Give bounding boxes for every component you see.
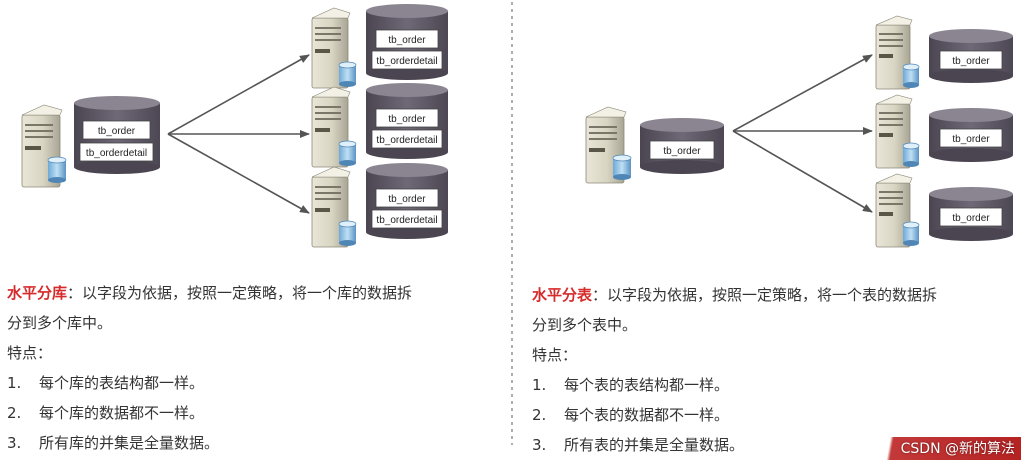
database-disk-icon — [902, 221, 920, 246]
arrow-to-table-3 — [732, 130, 873, 213]
database-disk-icon — [612, 154, 632, 180]
definition-continuation: 分到多个表中。 — [532, 316, 638, 334]
table-tb-order: tb_order — [375, 29, 439, 49]
database-disk-icon — [902, 63, 920, 88]
source-database-right: tb_order — [585, 106, 724, 184]
feature-item: 2. 每个库的数据都不一样。 — [7, 398, 497, 428]
table-tb-order: tb_order — [939, 128, 1003, 148]
definition-text: ：以字段为依据，按照一定策略，将一个表的数据拆 — [592, 286, 938, 304]
shard-table: tb_order — [875, 94, 1013, 169]
table-tb-order: tb_order — [939, 50, 1003, 70]
database-disk-icon — [902, 142, 920, 167]
arrow-to-table-1 — [732, 54, 873, 132]
table-tb-order: tb_order — [375, 108, 439, 128]
database-disk-icon — [47, 156, 67, 183]
watermark: CSDN @新的算法 — [860, 437, 1021, 460]
feature-number: 1. — [532, 376, 547, 394]
feature-text: 每个表的数据都不一样。 — [564, 406, 730, 424]
table-tb-orderdetail: tb_orderdetail — [79, 142, 154, 162]
feature-text: 所有库的并集是全量数据。 — [39, 434, 220, 452]
feature-number: 3. — [532, 436, 547, 454]
feature-item: 2. 每个表的数据都不一样。 — [532, 400, 1002, 430]
feature-item: 3. 所有库的并集是全量数据。 — [7, 428, 497, 458]
table-name: tb_order — [98, 126, 136, 137]
table-tb-orderdetail: tb_orderdetail — [371, 129, 443, 149]
feature-item: 1. 每个库的表结构都一样。 — [7, 368, 497, 398]
definition-line: 水平分表：以字段为依据，按照一定策略，将一个表的数据拆 — [532, 280, 1002, 310]
arrow-to-shard-3 — [167, 133, 310, 214]
definition-continuation: 分到多个库中。 — [7, 314, 113, 332]
table-tb-order: tb_order — [82, 120, 151, 140]
feature-item: 1. 每个表的表结构都一样。 — [532, 370, 1002, 400]
section-heading: 水平分库 — [7, 284, 68, 302]
feature-text: 每个库的表结构都一样。 — [39, 374, 205, 392]
shard-table: tb_order — [875, 15, 1013, 90]
definition-line: 水平分库：以字段为依据，按照一定策略，将一个库的数据拆 — [7, 278, 497, 308]
arrow-to-shard-1 — [167, 54, 310, 135]
feature-number: 3. — [7, 434, 22, 452]
source-database-left: tb_order tb_orderdetail — [21, 96, 160, 188]
server-icon — [875, 173, 913, 248]
features-label: 特点： — [7, 344, 53, 362]
table-name: tb_order — [663, 146, 701, 157]
table-name: tb_order — [388, 114, 426, 125]
feature-text: 每个表的表结构都一样。 — [564, 376, 730, 394]
feature-text: 每个库的数据都不一样。 — [39, 404, 205, 422]
server-icon — [875, 94, 913, 169]
shard-database: tb_order tb_orderdetail — [311, 163, 448, 248]
table-tb-orderdetail: tb_orderdetail — [371, 209, 443, 229]
left-description-block: 水平分库：以字段为依据，按照一定策略，将一个库的数据拆 分到多个库中。 特点： … — [7, 278, 497, 458]
database-disk-icon — [338, 220, 357, 246]
table-name: tb_orderdetail — [86, 148, 147, 159]
table-name: tb_orderdetail — [376, 56, 437, 67]
right-description-block: 水平分表：以字段为依据，按照一定策略，将一个表的数据拆 分到多个表中。 特点： … — [532, 280, 1002, 460]
database-disk-icon — [338, 140, 357, 166]
feature-number: 1. — [7, 374, 22, 392]
table-name: tb_order — [952, 134, 990, 145]
feature-text: 所有表的并集是全量数据。 — [564, 436, 745, 454]
shard-database: tb_order tb_orderdetail — [311, 83, 448, 168]
table-name: tb_order — [388, 194, 426, 205]
table-name: tb_order — [952, 213, 990, 224]
table-tb-order: tb_order — [939, 207, 1003, 227]
feature-number: 2. — [7, 404, 22, 422]
feature-number: 2. — [532, 406, 547, 424]
database-disk-icon — [338, 61, 357, 87]
table-tb-order: tb_order — [649, 140, 715, 160]
feature-item: 3. 所有表的并集是全量数据。 — [532, 430, 1002, 460]
table-name: tb_orderdetail — [376, 135, 437, 146]
shard-table: tb_order — [875, 173, 1013, 248]
features-label: 特点： — [532, 346, 578, 364]
table-name: tb_order — [952, 56, 990, 67]
definition-text: ：以字段为依据，按照一定策略，将一个库的数据拆 — [67, 284, 413, 302]
section-heading: 水平分表 — [532, 286, 593, 304]
table-name: tb_order — [388, 35, 426, 46]
table-tb-order: tb_order — [375, 188, 439, 208]
shard-database: tb_order tb_orderdetail — [311, 4, 448, 89]
table-name: tb_orderdetail — [376, 215, 437, 226]
table-tb-orderdetail: tb_orderdetail — [371, 50, 443, 70]
